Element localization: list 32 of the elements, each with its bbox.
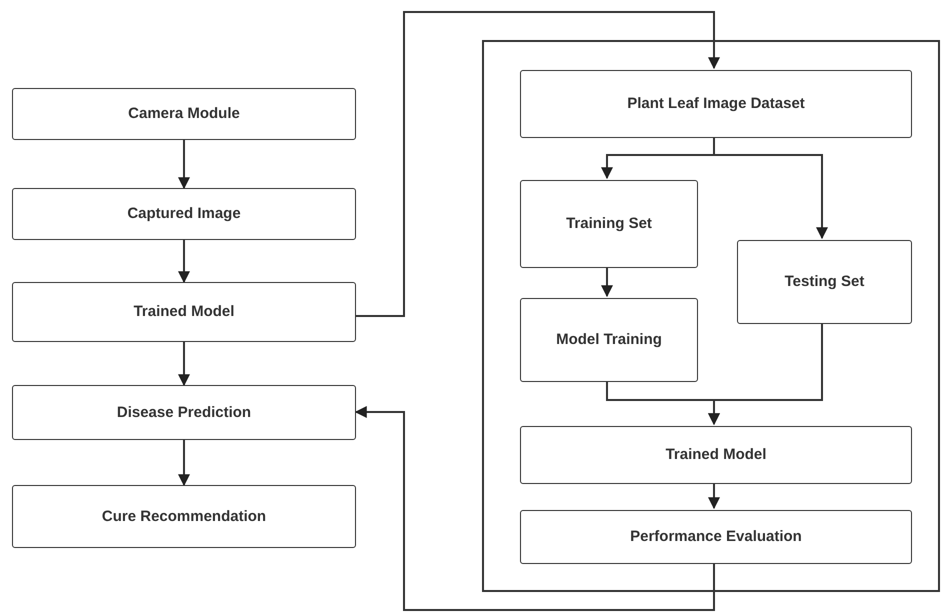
process-box bbox=[520, 70, 912, 138]
arrow bbox=[708, 322, 823, 426]
box-label: Camera Module bbox=[127, 104, 241, 124]
arrow bbox=[178, 440, 190, 486]
arrow bbox=[708, 482, 720, 510]
arrow bbox=[601, 266, 613, 298]
process-box bbox=[12, 282, 356, 342]
box-label: Cure Recommendation bbox=[100, 506, 268, 526]
group-frame bbox=[482, 40, 940, 592]
process-box bbox=[520, 298, 698, 382]
box-label: Model Training bbox=[555, 330, 663, 350]
process-box bbox=[12, 485, 356, 548]
arrow bbox=[178, 140, 190, 190]
box-label: Testing Set bbox=[784, 272, 866, 292]
box-label: Captured Image bbox=[126, 204, 242, 224]
process-box bbox=[520, 426, 912, 484]
arrow bbox=[178, 240, 190, 284]
arrow bbox=[356, 11, 720, 317]
box-label: Disease Prediction bbox=[116, 402, 252, 422]
box-label: Trained Model bbox=[132, 302, 236, 322]
arrow bbox=[178, 342, 190, 386]
process-box bbox=[737, 240, 912, 324]
box-label: Performance Evaluation bbox=[629, 527, 803, 547]
box-label: Training Set bbox=[565, 214, 653, 234]
arrow bbox=[354, 406, 715, 611]
box-label: Trained Model bbox=[664, 445, 768, 465]
process-box bbox=[12, 385, 356, 440]
process-box bbox=[520, 180, 698, 268]
process-box bbox=[12, 88, 356, 140]
process-box bbox=[520, 510, 912, 564]
process-box bbox=[12, 188, 356, 240]
box-label: Plant Leaf Image Dataset bbox=[626, 94, 806, 114]
